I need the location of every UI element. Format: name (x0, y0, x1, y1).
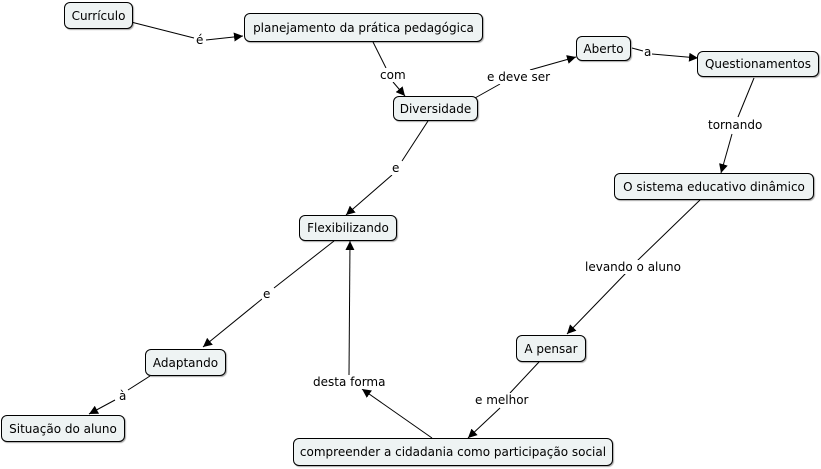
link-label-levando: levando o aluno (584, 260, 682, 274)
node-curriculo[interactable]: Currículo (64, 2, 133, 29)
edge-e2-adaptando (202, 298, 263, 348)
link-label-a-crase: à (118, 389, 128, 403)
node-aberto[interactable]: Aberto (576, 36, 631, 61)
node-compreender[interactable]: compreender a cidadania como participaçã… (293, 438, 613, 466)
link-label-tornando: tornando (707, 118, 764, 132)
node-pensar[interactable]: A pensar (516, 335, 586, 362)
node-planejamento[interactable]: planejamento da prática pedagógica (244, 13, 483, 42)
edge-edeveser-aberto (529, 55, 577, 71)
edge-aberto-a (631, 47, 644, 52)
link-label-e-deve-ser: e deve ser (486, 70, 552, 84)
node-diversidade[interactable]: Diversidade (393, 96, 478, 121)
node-sistema[interactable]: O sistema educativo dinâmico (614, 173, 814, 200)
edge-e-planejamento (205, 32, 244, 42)
link-label-e2: e (262, 287, 272, 301)
link-label-e-acento: é (195, 33, 205, 47)
edge-levando-pensar (566, 272, 627, 335)
edge-pensar-emelhor (509, 361, 540, 394)
edge-diversidade-e1 (401, 120, 429, 162)
link-label-e-melhor: e melhor (474, 393, 530, 407)
edge-com-diversidade (392, 81, 406, 97)
node-flexibilizando[interactable]: Flexibilizando (299, 215, 397, 241)
link-label-desta-forma: desta forma (312, 375, 387, 389)
node-situacao[interactable]: Situação do aluno (1, 415, 125, 442)
link-label-e1: e (391, 161, 401, 175)
edge-emelhor-compreender (467, 407, 501, 439)
node-questionamentos[interactable]: Questionamentos (697, 51, 819, 77)
link-label-com: com (379, 68, 407, 82)
edge-e1-flexibilizando (345, 174, 393, 216)
edge-acrase-situacao (88, 399, 116, 415)
edge-curriculo-e (130, 21, 195, 39)
edge-a-questionamentos (651, 52, 699, 62)
edge-planejamento-com (372, 41, 387, 69)
edge-adaptando-acrase (127, 375, 151, 391)
edge-tornando-sistema (719, 133, 733, 174)
edge-diversidade-edeveser (474, 83, 501, 99)
edge-sistema-levando (636, 199, 701, 262)
link-label-a: a (643, 45, 653, 59)
edge-compreender-destaforma (361, 388, 433, 439)
edge-questionamentos-tornando (737, 77, 755, 118)
node-adaptando[interactable]: Adaptando (145, 349, 226, 376)
edge-flexibilizando-e2 (273, 240, 335, 289)
edge-destaforma-flexibilizando (345, 240, 355, 376)
